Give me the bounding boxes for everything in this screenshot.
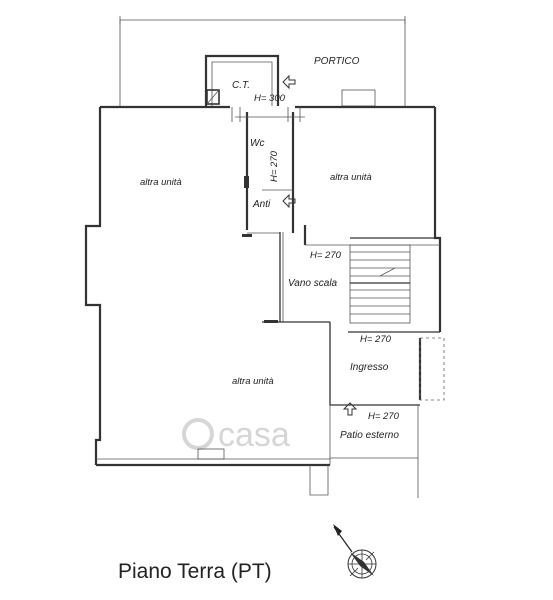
- label-ct: C.T.: [232, 80, 250, 91]
- label-h270-ingresso: H= 270: [360, 334, 392, 345]
- entrance-arrow-icon: [282, 74, 358, 416]
- plan-title: Piano Terra (PT): [118, 560, 272, 583]
- label-wc: Wc: [250, 138, 264, 149]
- label-vano-scala: Vano scala: [288, 278, 338, 289]
- doors: [231, 107, 301, 323]
- label-h270-patio: H= 270: [368, 411, 400, 422]
- watermark-text: casa: [218, 416, 290, 454]
- label-anti: Anti: [252, 199, 271, 210]
- label-patio-esterno: Patio esterno: [340, 430, 399, 441]
- ct-room: [204, 54, 280, 106]
- label-h300: H= 300: [254, 93, 286, 104]
- watermark: casa: [182, 416, 290, 454]
- label-h270-wc: H= 270: [269, 150, 280, 182]
- label-portico: PORTICO: [314, 56, 360, 67]
- label-altra-unita-right: altra unità: [330, 172, 372, 183]
- compass-icon: [333, 524, 377, 579]
- label-altra-unita-left: altra unità: [140, 177, 182, 188]
- label-ingresso: Ingresso: [350, 362, 389, 373]
- label-h270-stairs: H= 270: [310, 250, 342, 261]
- stairs: [349, 244, 411, 324]
- label-altra-unita-bottom: altra unità: [232, 376, 274, 387]
- outer-walls: [84, 105, 442, 496]
